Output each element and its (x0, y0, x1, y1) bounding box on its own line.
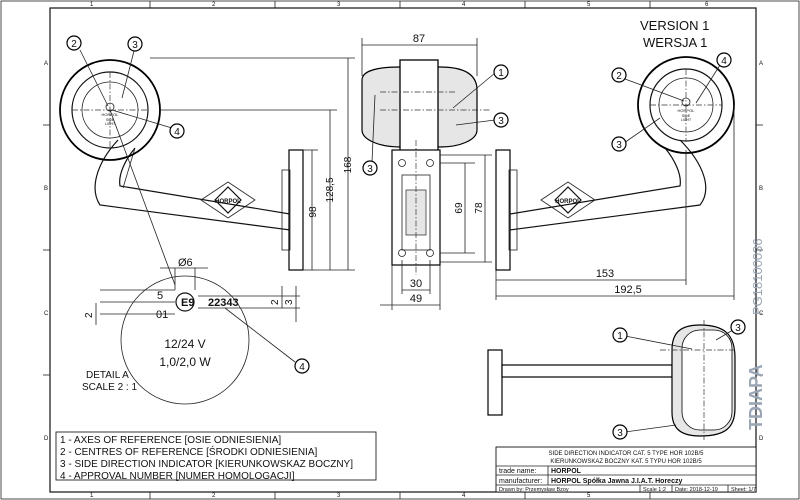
trade-name-value: HORPOL (551, 468, 582, 475)
callout-3-left: 3 (132, 40, 138, 51)
col-label-4: 4 (462, 2, 466, 8)
lens-line2-right: LIGHT (681, 118, 692, 122)
approval-e-mark: E9 (181, 297, 194, 309)
dim-192-5: 192,5 (614, 284, 642, 296)
title-sheet: Sheet: 1/7 (731, 487, 756, 493)
col-label-1: 1 (90, 2, 94, 8)
callout-4-right: 4 (721, 56, 727, 67)
col-label-2-bottom: 2 (212, 493, 216, 499)
lens-line2-left: LIGHT (105, 122, 116, 126)
version-pl: WERSJA 1 (643, 35, 707, 50)
col-label-4-bottom: 4 (462, 493, 466, 499)
callout-4-detail: 4 (299, 362, 305, 373)
callout-3-top-right: 3 (735, 323, 741, 334)
callout-2-left: 2 (71, 39, 77, 50)
left-view: HORPOL HORPOL SIDE LIGHT 2 3 4 98 128,5 (59, 35, 355, 286)
legend-item-4: 4 - APPROVAL NUMBER [NUMER HOMOLOGACJI] (60, 471, 295, 482)
manufacturer-value: HORPOL Spółka Jawna J.I.A.T. Horeczy (551, 478, 682, 485)
row-label-c-right: C (759, 311, 764, 317)
dim-2-right: 2 (270, 299, 281, 305)
approval-number: 22343 (208, 297, 239, 309)
legend-item-2: 2 - CENTRES OF REFERENCE [ŚRODKI ODNIESI… (60, 445, 317, 458)
dim-01: 01 (156, 309, 168, 321)
col-label-5: 5 (587, 2, 591, 8)
title-block: SIDE DIRECTION INDICATOR CAT. 5 TYPE HOR… (495, 446, 757, 493)
title-scale: Scale 1:2 (643, 487, 666, 493)
watermark-brand: TDIAPA (746, 364, 766, 430)
power-label: 1,0/2,0 W (159, 355, 211, 369)
col-label-6: 6 (705, 2, 709, 8)
row-label-b-right: B (759, 186, 763, 192)
voltage-label: 12/24 V (164, 337, 205, 351)
logo-text-left: HORPOL (215, 199, 241, 205)
dim-128-5: 128,5 (325, 177, 336, 202)
callout-4-left: 4 (174, 127, 180, 138)
trade-name-label: trade name: (499, 468, 536, 475)
dim-5: 5 (157, 290, 163, 302)
col-label-1-bottom: 1 (90, 493, 94, 499)
right-view: HORPOL HORPOL SIDE LIGHT 2 4 3 153 192,5 (495, 52, 735, 300)
version-en: VERSION 1 (640, 18, 709, 33)
callout-3-center-right: 3 (498, 116, 504, 127)
col-label-3-bottom: 3 (337, 493, 341, 499)
col-label-2: 2 (212, 2, 216, 8)
top-view: 1 3 3 (487, 319, 746, 440)
row-label-a: A (44, 61, 48, 67)
side-watermark: PG18100036 TDIAPA (746, 238, 766, 430)
lens-line1-right: SIDE (682, 114, 691, 118)
detail-title: DETAIL A (86, 370, 129, 381)
lens-line1-left: SIDE (106, 118, 115, 122)
watermark-code: PG18100036 (750, 238, 765, 315)
legend-item-3: 3 - SIDE DIRECTION INDICATOR [KIERUNKOWS… (60, 459, 353, 470)
title-desc-en: SIDE DIRECTION INDICATOR CAT. 5 TYPE HOR… (549, 451, 705, 457)
dim-78: 78 (474, 202, 485, 214)
detail-scale: SCALE 2 : 1 (82, 382, 137, 393)
dim-phi6: Ø6 (178, 257, 193, 269)
row-label-c: C (44, 311, 49, 317)
horpol-logo-right: HORPOL (540, 181, 596, 219)
grid-labels: 1 2 3 4 5 6 1 2 3 4 5 A B C D A B C D (44, 2, 764, 499)
row-label-d: D (44, 436, 49, 442)
row-label-d-right: D (759, 436, 764, 442)
drawn-by: Drawn by: Przemysław Bzoy (499, 487, 569, 493)
dim-168: 168 (343, 156, 354, 173)
lens-brand-right: HORPOL (678, 108, 696, 113)
lens-brand-left: HORPOL (102, 112, 120, 117)
dim-3-right: 3 (284, 299, 295, 305)
detail-a: Ø6 E9 22343 5 01 2 2 3 12/24 V 1,0/2,0 W… (82, 257, 310, 405)
col-label-3: 3 (337, 2, 341, 8)
legend-block: 1 - AXES OF REFERENCE [OSIE ODNIESIENIA]… (55, 431, 377, 482)
title-date: Date: 2018-12-19 (675, 487, 718, 493)
dim-98: 98 (308, 206, 319, 218)
callout-2-right: 2 (616, 71, 622, 82)
callout-3-center-left: 3 (367, 164, 373, 175)
version-block: VERSION 1 WERSJA 1 (640, 18, 709, 50)
logo-text-right: HORPOL (555, 199, 581, 205)
dim-69: 69 (454, 202, 465, 214)
row-label-b: B (44, 186, 48, 192)
callout-1-top: 1 (617, 331, 623, 342)
callout-3-top-bottom: 3 (617, 428, 623, 439)
horpol-logo: HORPOL (200, 181, 256, 219)
callout-1-center: 1 (498, 68, 504, 79)
dim-2-left: 2 (84, 312, 95, 318)
dim-49: 49 (410, 293, 422, 305)
dim-30: 30 (410, 278, 422, 290)
manufacturer-label: manufacturer: (499, 478, 542, 485)
legend-item-1: 1 - AXES OF REFERENCE [OSIE ODNIESIENIA] (60, 435, 281, 446)
dim-153: 153 (596, 268, 614, 280)
callout-3-right: 3 (616, 140, 622, 151)
row-label-a-right: A (759, 61, 763, 67)
center-view: 87 69 78 30 49 1 3 3 (361, 33, 509, 310)
title-desc-pl: KIERUNKOWSKAZ BOCZNY KAT. 5 TYPU HOR 102… (550, 459, 702, 465)
col-label-5-bottom: 5 (587, 493, 591, 499)
dim-87: 87 (413, 33, 425, 45)
